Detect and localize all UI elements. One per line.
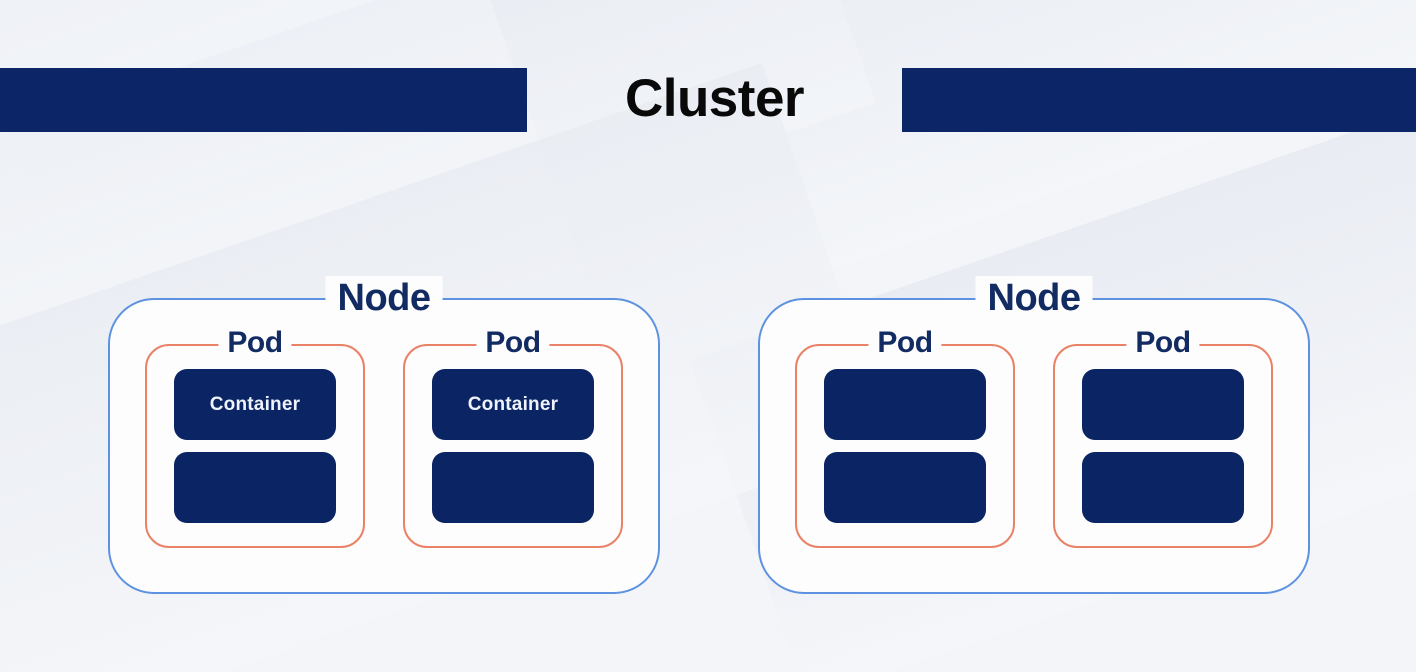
node-label-0: Node (325, 276, 443, 320)
header-bar-right (902, 68, 1416, 132)
page-title: Cluster (624, 69, 805, 128)
container-box-0-1-1 (432, 452, 594, 523)
node-container-0: Node Pod Container Pod Container (108, 276, 660, 594)
cluster-header: Cluster (0, 68, 1416, 132)
pod-0-0: Pod Container (145, 325, 365, 548)
pod-label-0-1: Pod (476, 325, 550, 361)
container-box-0-0-1 (174, 452, 336, 523)
pod-1-0: Pod (795, 325, 1015, 548)
container-box-0-1-0: Container (432, 369, 594, 440)
pod-label-1-0: Pod (868, 325, 942, 361)
container-box-1-1-0 (1082, 369, 1244, 440)
container-label-0-0-0: Container (209, 393, 301, 415)
pod-0-1: Pod Container (403, 325, 623, 548)
pods-row-0: Pod Container Pod Container (110, 300, 658, 592)
pod-label-1-1: Pod (1126, 325, 1200, 361)
node-container-1: Node Pod Pod (758, 276, 1310, 594)
background-band (470, 0, 1416, 347)
pods-row-1: Pod Pod (760, 300, 1308, 592)
pod-label-0-0: Pod (218, 325, 292, 361)
container-box-1-1-1 (1082, 452, 1244, 523)
container-box-0-0-0: Container (174, 369, 336, 440)
pod-1-1: Pod (1053, 325, 1273, 548)
container-box-1-0-0 (824, 369, 986, 440)
container-label-0-1-0: Container (467, 393, 559, 415)
node-label-1: Node (975, 276, 1093, 320)
header-bar-left (0, 68, 527, 132)
container-box-1-0-1 (824, 452, 986, 523)
